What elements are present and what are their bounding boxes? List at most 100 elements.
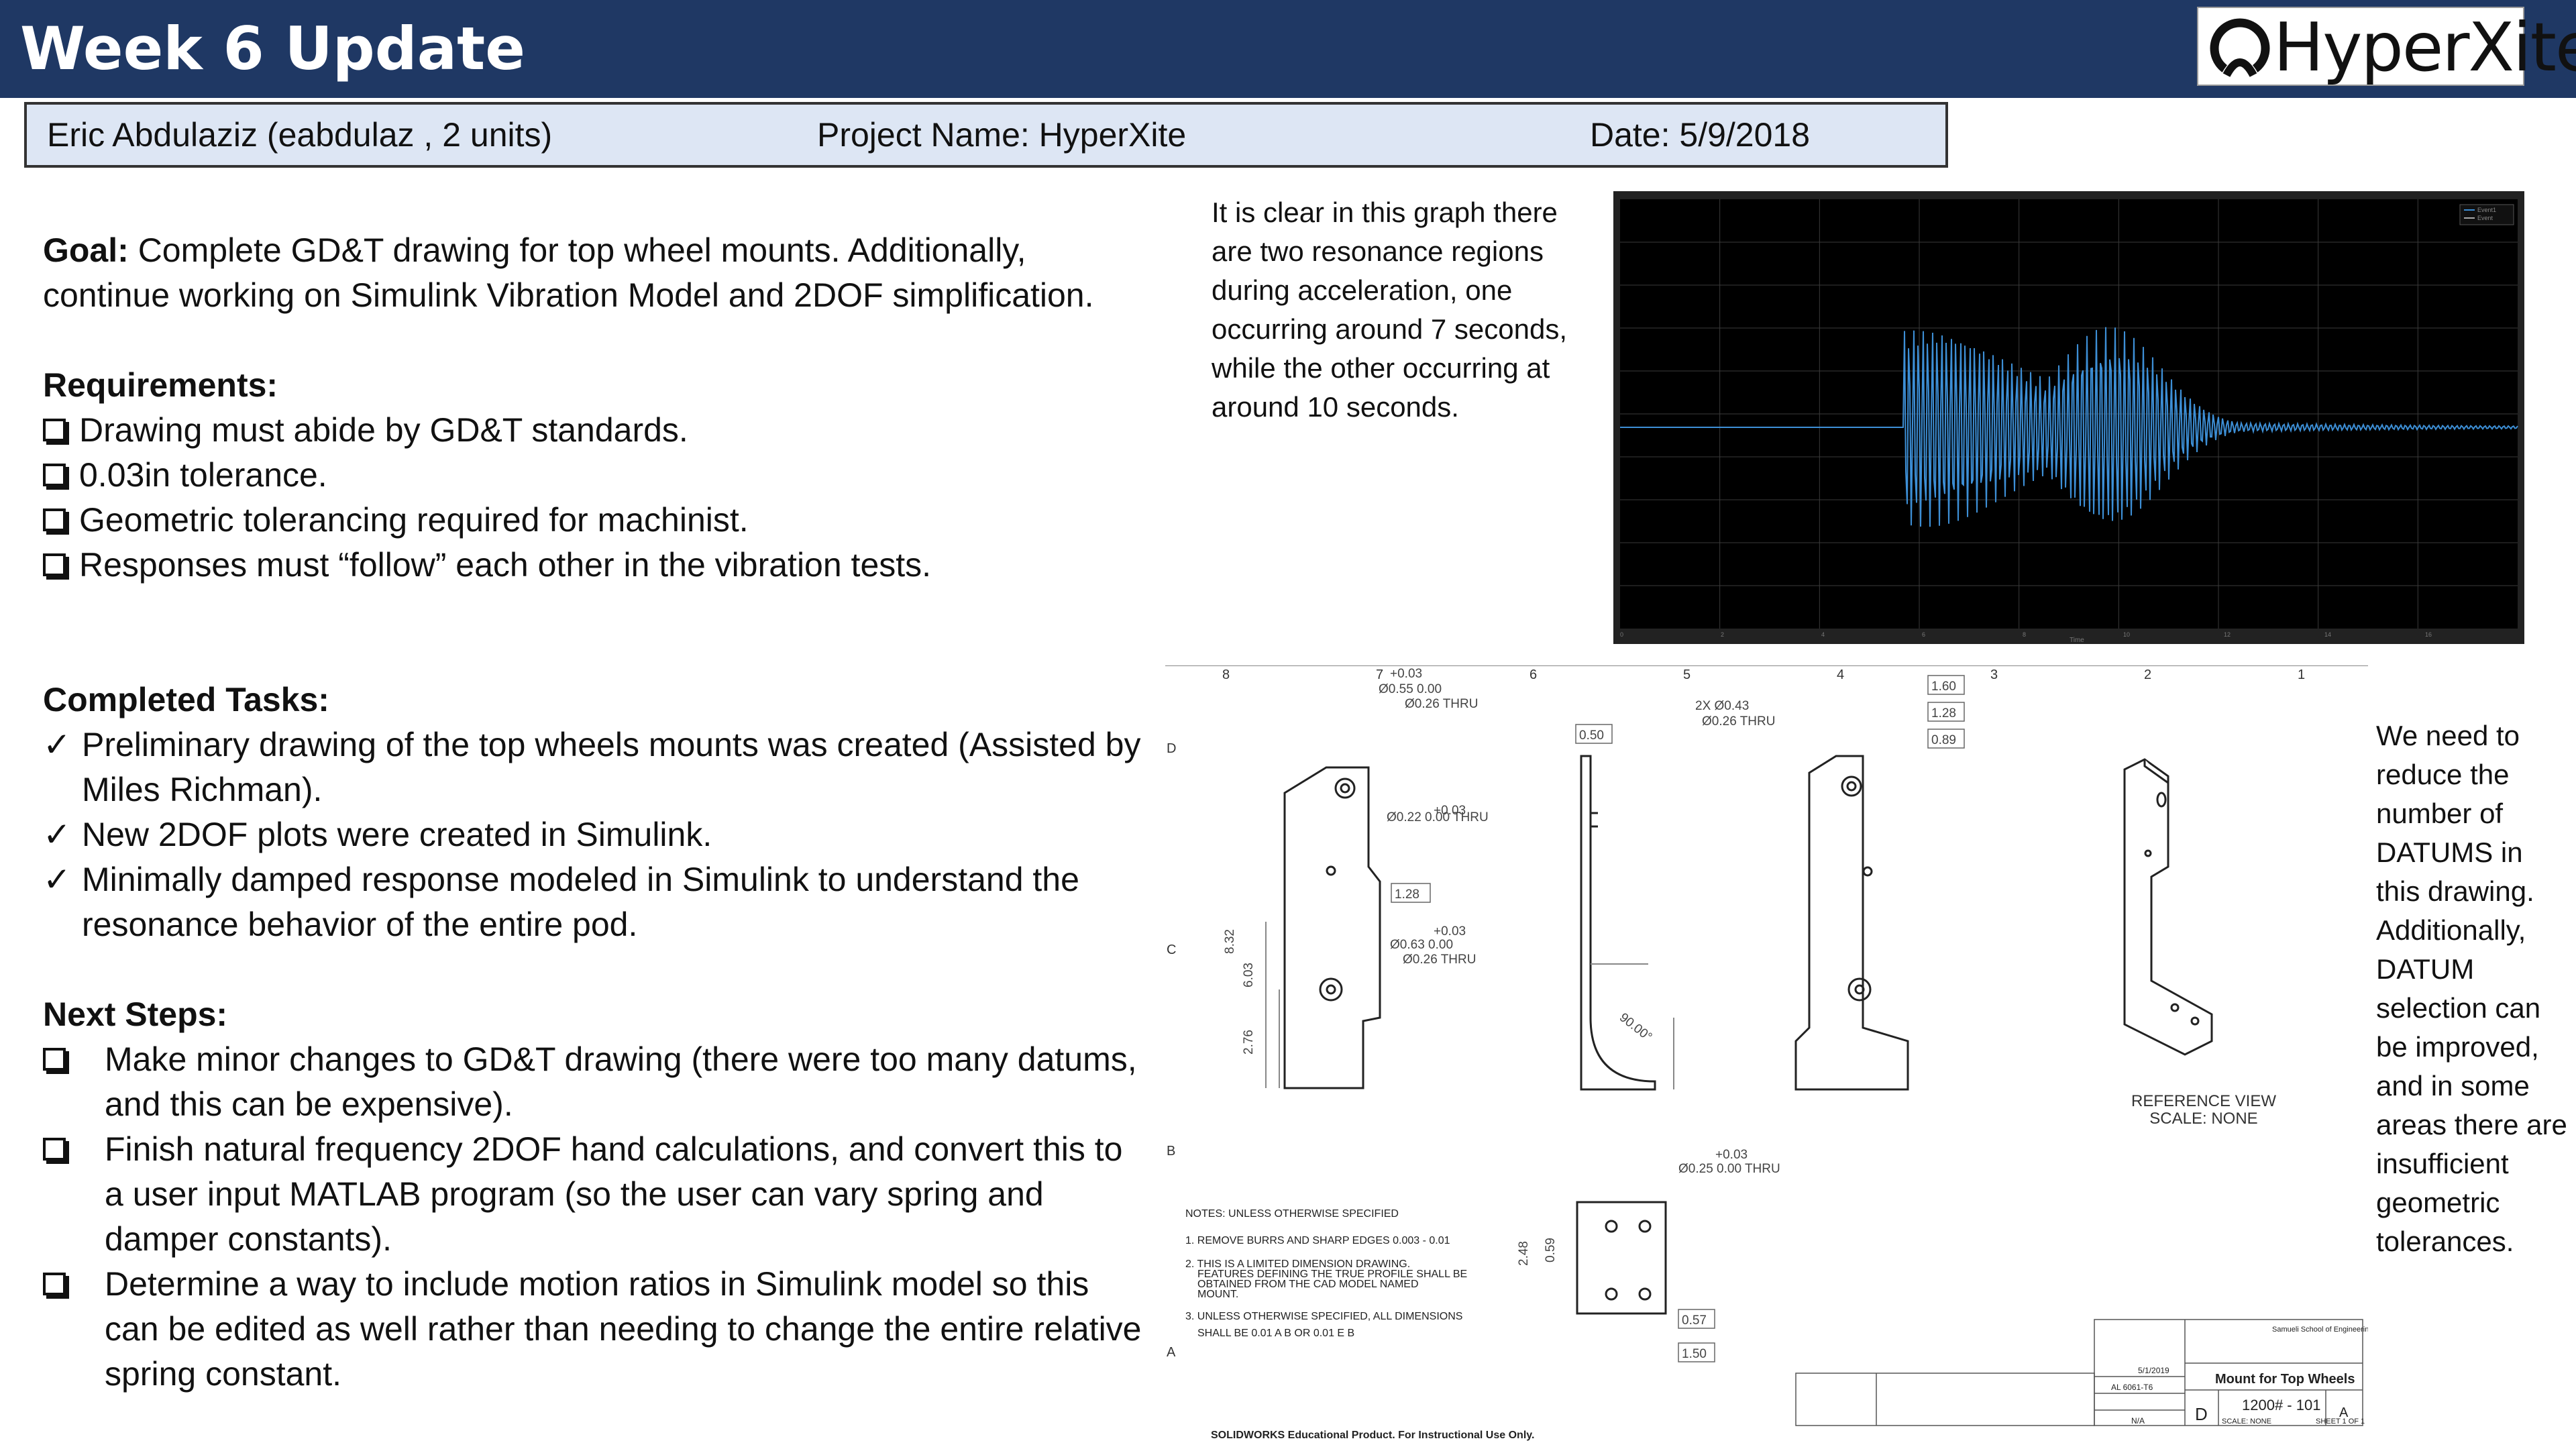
project-label: Project Name: HyperXite — [817, 116, 1187, 154]
hole-callout: +0.03 — [1390, 667, 1422, 681]
drawing-note-line: OBTAINED FROM THE CAD MODEL NAMED — [1197, 1279, 1419, 1290]
title-block-title: Mount for Top Wheels — [2215, 1372, 2355, 1387]
side-view — [1580, 755, 1674, 1091]
x-tick-label: 4 — [1821, 631, 1825, 638]
requirement-text: Drawing must abide by GD&T standards. — [79, 411, 688, 449]
completed-text: New 2DOF plots were created in Simulink. — [82, 816, 712, 853]
checkbox-icon — [43, 1127, 105, 1262]
drawing-note-line: 3. UNLESS OTHERWISE SPECIFIED, ALL DIMEN… — [1185, 1311, 1462, 1322]
hyperxite-logo-icon — [2210, 18, 2270, 79]
hole-callout: +0.03 — [1715, 1148, 1748, 1162]
reference-view-label: REFERENCE VIEW — [2131, 1092, 2276, 1110]
dim-label: 0.50 — [1579, 729, 1604, 743]
hole-callout: +0.03 — [1434, 804, 1466, 818]
legend-entry: Event — [2477, 215, 2493, 221]
zone-label: B — [1167, 1144, 1175, 1159]
page-title: Week 6 Update — [20, 14, 525, 83]
dim-label: 8.32 — [1223, 929, 1237, 954]
front-view — [1265, 766, 1381, 1089]
requirement-text: Geometric tolerancing required for machi… — [79, 501, 749, 539]
hole-callout: Ø0.25 0.00 THRU — [1678, 1162, 1780, 1176]
graph-caption: It is clear in this graph there are two … — [1212, 197, 1567, 423]
goal-section: Goal: Complete GD&T drawing for top whee… — [43, 228, 1143, 318]
checkmark-icon: ✓ — [43, 725, 71, 764]
title-block-scale: SCALE: NONE — [2222, 1417, 2271, 1426]
hole-callout: Ø0.22 0.00 THRU — [1387, 810, 1489, 824]
hole-callout: Ø0.63 0.00 — [1390, 938, 1453, 952]
x-tick-label: 6 — [1922, 631, 1925, 638]
list-item: Determine a way to include motion ratios… — [43, 1262, 1143, 1397]
dim-label: 2.76 — [1242, 1030, 1256, 1055]
isometric-view — [2123, 758, 2213, 1056]
hole-callout: Ø0.55 0.00 — [1379, 682, 1442, 696]
reference-view-scale: SCALE: NONE — [2149, 1110, 2257, 1128]
title-block-material: AL 6061-T6 — [2111, 1383, 2153, 1392]
title-block-finish: N/A — [2131, 1416, 2145, 1426]
zone-label: 2 — [2144, 667, 2151, 682]
bottom-view — [1576, 1201, 1667, 1315]
checkbox-icon — [43, 543, 79, 588]
dim-label: 0.89 — [1931, 733, 1956, 747]
list-item: ✓ New 2DOF plots were created in Simulink… — [43, 812, 1143, 857]
list-item: ✓ Minimally damped response modeled in Si… — [43, 857, 1143, 947]
completed-section: Completed Tasks: ✓ Preliminary drawing of… — [43, 678, 1143, 947]
x-tick-label: 14 — [2324, 631, 2331, 638]
dim-label: 0.59 — [1544, 1238, 1558, 1263]
hole-callout: Ø0.26 THRU — [1702, 714, 1775, 729]
logo-text: HyperXite — [2273, 8, 2576, 87]
zone-label: 4 — [1837, 667, 1844, 682]
requirement-text: 0.03in tolerance. — [79, 456, 327, 494]
list-item: Finish natural frequency 2DOF hand calcu… — [43, 1127, 1143, 1262]
checkbox-icon — [43, 1262, 105, 1397]
list-item: Make minor changes to GD&T drawing (ther… — [43, 1037, 1143, 1127]
checkbox-icon — [43, 498, 79, 543]
zone-label: 6 — [1529, 667, 1537, 682]
dim-label: 6.03 — [1242, 963, 1256, 987]
x-axis-label: Time — [2070, 637, 2084, 644]
zone-label: 5 — [1683, 667, 1690, 682]
checkmark-icon: ✓ — [43, 815, 71, 854]
datum-note: We need to reduce the number of DATUMS i… — [2376, 720, 2567, 1257]
dim-label: 1.50 — [1682, 1347, 1707, 1361]
hole-callout: Ø0.26 THRU — [1403, 953, 1476, 967]
zone-label: 1 — [2298, 667, 2305, 682]
completed-heading: Completed Tasks: — [43, 681, 329, 718]
drawing-note-line: SHALL BE 0.01 A B OR 0.01 E B — [1197, 1328, 1354, 1339]
zone-label: D — [1167, 741, 1176, 756]
list-item: Responses must “follow” each other in th… — [43, 543, 1143, 588]
hole-callout: 2X Ø0.43 — [1695, 699, 1749, 713]
requirement-text: Responses must “follow” each other in th… — [79, 546, 932, 584]
next-step-text: Determine a way to include motion ratios… — [105, 1265, 1142, 1393]
hyperxite-logo: HyperXite — [2197, 7, 2576, 86]
author-label: Eric Abdulaziz (eabdulaz , 2 units) — [47, 116, 553, 154]
next-steps-section: Next Steps: Make minor changes to GD&T d… — [43, 992, 1143, 1397]
rear-view — [1794, 755, 1909, 1091]
checkmark-icon: ✓ — [43, 860, 71, 899]
next-steps-heading: Next Steps: — [43, 996, 228, 1033]
drawing-note-line: 2. THIS IS A LIMITED DIMENSION DRAWING. — [1185, 1258, 1410, 1270]
completed-text: Preliminary drawing of the top wheels mo… — [82, 726, 1141, 808]
legend-entry: Event1 — [2477, 207, 2496, 213]
title-block-size: D — [2195, 1404, 2208, 1424]
completed-text: Minimally damped response modeled in Sim… — [82, 861, 1079, 943]
title-block-dwg-no: 1200# - 101 — [2242, 1397, 2320, 1413]
list-item: Drawing must abide by GD&T standards. — [43, 408, 1143, 453]
checkbox-icon — [43, 408, 79, 453]
drawing-note-line: 1. REMOVE BURRS AND SHARP EDGES 0.003 - … — [1185, 1235, 1450, 1246]
goal-label: Goal: — [43, 231, 129, 269]
x-tick-label: 12 — [2224, 631, 2231, 638]
checkbox-icon — [43, 1037, 105, 1127]
date-label: Date: 5/9/2018 — [1590, 116, 1811, 154]
title-block — [1795, 1319, 2363, 1426]
x-tick-label: 8 — [2023, 631, 2026, 638]
next-step-text: Make minor changes to GD&T drawing (ther… — [105, 1040, 1137, 1123]
dim-label: 1.28 — [1931, 706, 1956, 720]
x-tick-label: 2 — [1721, 631, 1724, 638]
hole-callout: +0.03 — [1434, 924, 1466, 938]
drawing-note-line: MOUNT. — [1197, 1289, 1238, 1300]
title-block-date: 5/1/2019 — [2138, 1366, 2169, 1375]
